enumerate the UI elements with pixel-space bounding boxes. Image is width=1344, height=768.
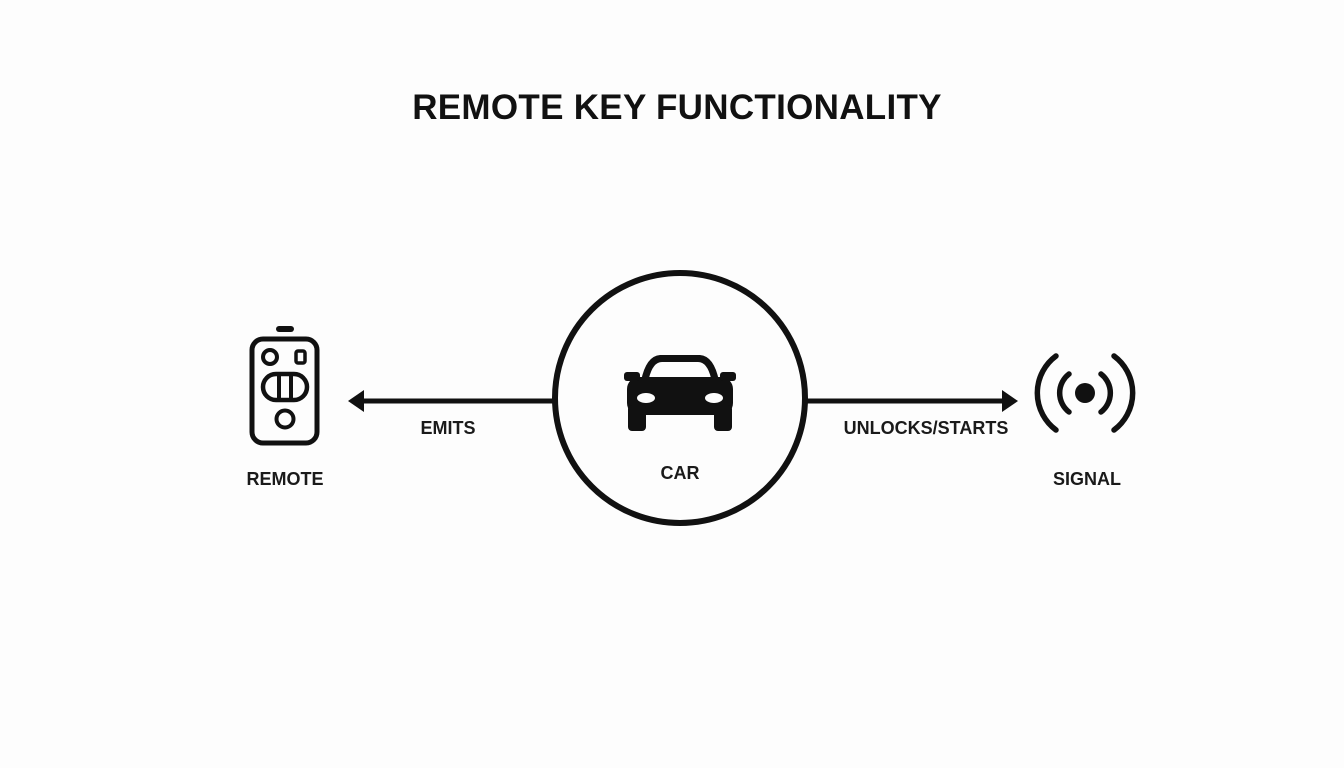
- unlocks-starts-label: UNLOCKS/STARTS: [843, 418, 1009, 438]
- emits-label: EMITS: [420, 418, 476, 438]
- remote-key-fob-icon: [249, 326, 320, 446]
- signal-label: SIGNAL: [1052, 469, 1121, 489]
- car-label: CAR: [660, 463, 700, 483]
- diagram-title: REMOTE KEY FUNCTIONALITY: [412, 88, 942, 127]
- arrow-emits: [348, 390, 553, 412]
- arrow-unlocks-starts: [806, 390, 1018, 412]
- remote-label: REMOTE: [246, 469, 324, 489]
- wireless-signal-icon: [1034, 353, 1136, 433]
- car-icon: [624, 355, 736, 431]
